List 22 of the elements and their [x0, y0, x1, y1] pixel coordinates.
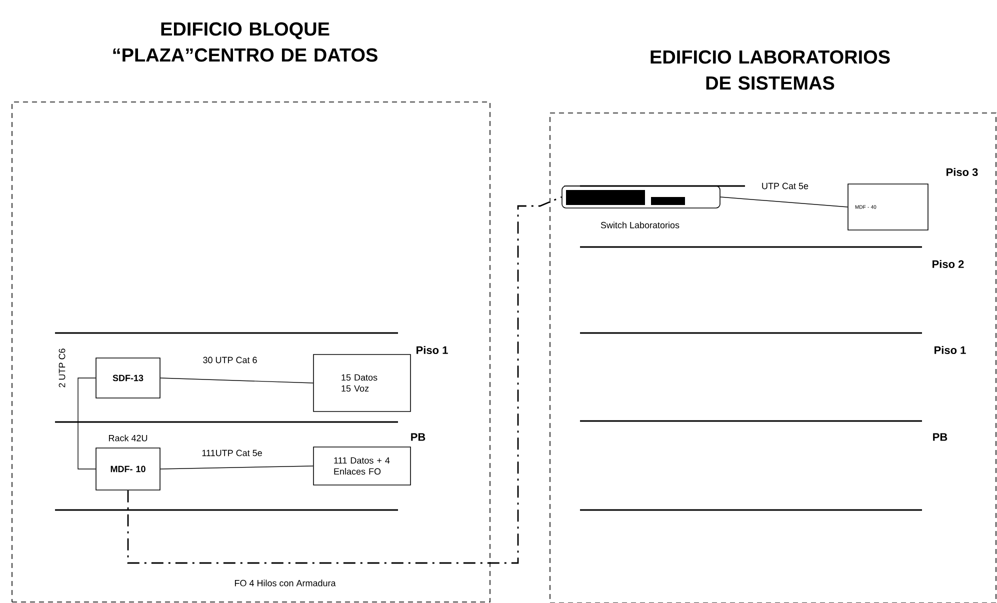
cable-line — [160, 378, 314, 384]
node-label: Rack 42U — [109, 434, 148, 442]
cable-line — [720, 196, 848, 208]
cable-line — [127, 196, 562, 564]
floor-label: PB — [411, 433, 426, 441]
equipment-box: 111 Datos + 4 Enlaces FO — [313, 446, 411, 486]
floor-label: Piso 2 — [932, 260, 964, 268]
equipment-box: SDF-13 — [96, 358, 160, 398]
edge-label: 30 UTP Cat 6 — [202, 356, 258, 364]
equipment-box: MDF- 10 — [96, 448, 160, 490]
floor-label: Piso 3 — [946, 168, 978, 176]
equipment-box: 15 Datos 15 Voz — [313, 354, 411, 412]
floor-label: PB — [933, 433, 948, 441]
edge-label: 111UTP Cat 5e — [200, 448, 264, 458]
floor-label: Piso 1 — [934, 346, 966, 354]
floor-label: Piso 1 — [416, 346, 448, 354]
cable-line — [160, 466, 314, 470]
edge-label: FO 4 Hilos con Armadura — [233, 578, 337, 588]
edge-label: UTP Cat 5e — [760, 182, 810, 190]
node-label: Switch Laboratorios — [600, 222, 680, 228]
cable-line — [78, 378, 96, 470]
edge-label: 2 UTP C6 — [58, 347, 66, 389]
